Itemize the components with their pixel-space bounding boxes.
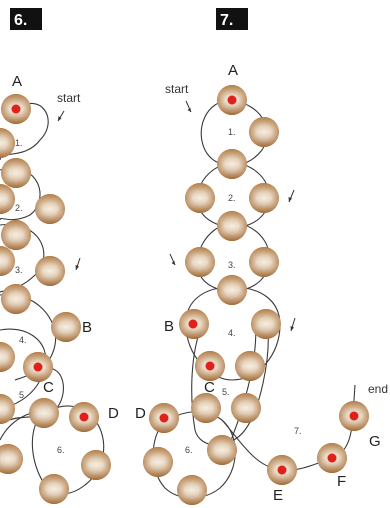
label-A: A <box>228 62 238 79</box>
loop-number: 3. <box>228 260 236 270</box>
label-C: C <box>43 379 54 396</box>
bead <box>0 246 15 276</box>
step-6-badge-text: 6. <box>14 12 27 29</box>
loop-number: 7. <box>294 426 302 436</box>
label-B: B <box>164 318 174 335</box>
marker-F <box>327 453 337 463</box>
marker-G <box>349 411 359 421</box>
bead <box>0 444 23 474</box>
marker-D <box>159 413 169 423</box>
bead <box>191 393 221 423</box>
bead <box>217 211 247 241</box>
marker-B <box>188 319 198 329</box>
marker-C <box>205 361 215 371</box>
direction-arrow <box>288 189 295 203</box>
bead <box>251 309 281 339</box>
loop-number: 5. <box>19 390 27 400</box>
step-7-badge-text: 7. <box>220 12 233 29</box>
bead <box>143 447 173 477</box>
loop-number: 1. <box>228 127 236 137</box>
start-arrow <box>57 110 65 122</box>
step-7-beads <box>143 85 369 505</box>
bead <box>249 117 279 147</box>
bead <box>177 475 207 505</box>
loop-number: 4. <box>19 335 27 345</box>
label-A: A <box>12 73 22 90</box>
bead <box>217 275 247 305</box>
bead <box>249 247 279 277</box>
bead <box>207 435 237 465</box>
step-6-panel: 6. <box>0 8 119 504</box>
bead <box>35 194 65 224</box>
label-D: D <box>135 405 146 422</box>
end-label: end <box>368 382 388 396</box>
direction-arrow <box>290 317 296 332</box>
bead <box>81 450 111 480</box>
bead <box>1 220 31 250</box>
label-C: C <box>204 379 215 396</box>
start-label: start <box>165 82 189 96</box>
loop-number: 5. <box>222 387 230 397</box>
marker-C <box>33 362 43 372</box>
bead <box>51 312 81 342</box>
loop-number: 6. <box>185 445 193 455</box>
label-F: F <box>337 473 346 490</box>
bead <box>1 158 31 188</box>
bead <box>29 398 59 428</box>
marker-E <box>277 465 287 475</box>
start-arrow <box>185 100 192 113</box>
loop-number: 4. <box>228 328 236 338</box>
step-6-badge <box>10 8 42 30</box>
bead <box>217 149 247 179</box>
direction-arrow <box>75 257 81 271</box>
loop-number: 6. <box>57 445 65 455</box>
label-G: G <box>369 433 381 450</box>
step-7-thread <box>152 99 356 499</box>
loop-number: 1. <box>15 138 23 148</box>
bead <box>35 256 65 286</box>
label-D: D <box>108 405 119 422</box>
step-7-badge <box>216 8 248 30</box>
bead <box>0 184 15 214</box>
start-label: start <box>57 91 81 105</box>
loop-number: 2. <box>15 203 23 213</box>
bead <box>0 342 15 372</box>
label-E: E <box>273 487 283 504</box>
loop-number: 3. <box>15 265 23 275</box>
bead <box>39 474 69 504</box>
step-7-panel: 7. <box>135 8 388 505</box>
direction-arrow <box>169 253 176 266</box>
marker-A <box>227 95 237 105</box>
bead <box>235 351 265 381</box>
step-6-beads <box>0 94 111 504</box>
marker-D <box>79 412 89 422</box>
loop-number: 2. <box>228 193 236 203</box>
bead <box>185 247 215 277</box>
bead <box>1 284 31 314</box>
marker-A <box>11 104 21 114</box>
bead <box>185 183 215 213</box>
label-B: B <box>82 319 92 336</box>
bead <box>231 393 261 423</box>
bead <box>249 183 279 213</box>
